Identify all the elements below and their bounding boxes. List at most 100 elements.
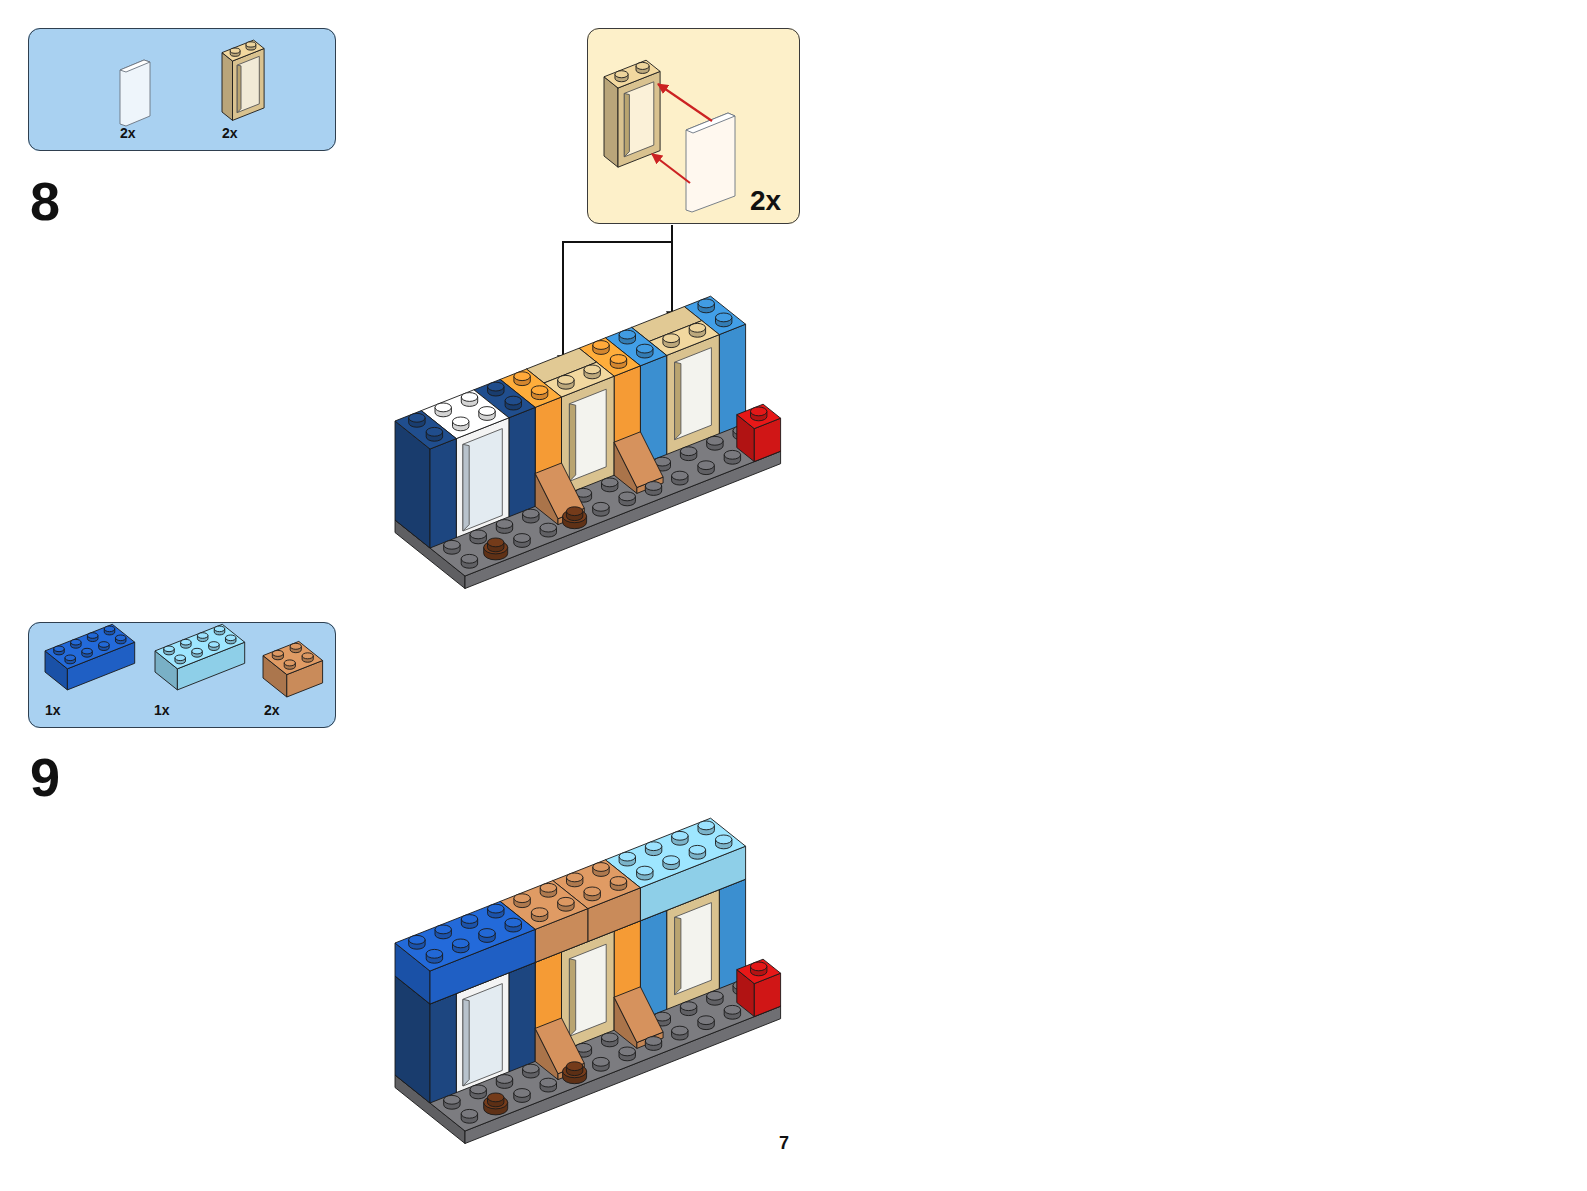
stud-top [496,1075,512,1084]
stud-top [470,530,486,539]
step-number: 8 [30,174,60,228]
stud-top [523,509,539,518]
stud-top [672,831,688,840]
glass-panel [686,113,735,212]
parts-list-panel: 2x 2x [28,28,336,151]
stud-top [426,427,442,436]
stud-top [619,330,635,339]
stud-top [619,492,635,501]
stud-top [689,845,705,854]
callout-art [604,60,735,212]
part-icons [45,40,323,697]
stud-top [531,386,547,395]
stud-top [461,1109,477,1118]
glass-pane [569,389,606,481]
stud-top [87,633,97,639]
stud-top [82,648,92,654]
part-quantity: 1x [45,703,61,717]
stud-top [54,646,64,652]
stud-top [488,382,504,391]
stud-top [610,877,626,886]
stud-top [593,341,609,350]
callout-quantity: 2x [750,187,781,215]
parts-list-panel: 1x1x2x [28,622,336,728]
window-frame-side [604,77,618,167]
stud-top [724,450,740,459]
stud-top [663,334,679,343]
stud-top [636,62,649,69]
stud-top [514,894,530,903]
frame-depth [463,444,469,531]
brick-top [395,901,535,971]
stud-top [584,365,600,374]
brick-top [500,881,588,930]
frame-depth [569,959,575,1037]
brick-icon-top [155,624,245,669]
frame-depth [675,362,681,440]
stud-top [496,520,512,529]
stud-top [593,502,609,511]
stud-top [444,540,460,549]
part-quantity: 2x [222,126,238,140]
stud-top [246,42,256,47]
brick-top [737,959,781,983]
part-quantity: 2x [120,126,136,140]
stud-top [435,403,451,412]
stud-top [610,355,626,364]
stud-top [192,648,202,654]
glass-panel-icon [120,60,150,126]
stud-top [461,393,477,402]
stud-top [619,1047,635,1056]
stud-top [65,655,75,661]
window-frame-icon-side [222,53,233,121]
glass-pane [675,348,712,440]
stud-top [461,554,477,563]
glass-pane [463,984,502,1086]
frame-depth [463,999,469,1086]
stud-top [197,633,207,639]
stud-top [751,962,767,971]
slope-top [535,463,584,519]
stud-top [453,417,469,426]
panel-ground [587,28,800,224]
stud-top [164,646,174,652]
assembly-arrow [658,84,712,121]
stud-top [514,372,530,381]
stud-top [175,655,185,661]
page-number: 7 [779,1134,789,1152]
glass-pane [569,944,606,1036]
panel-ground [28,28,336,151]
stud-top [488,904,504,913]
sub-assembly-callout: 2x [587,28,800,224]
glass-panel-edge [686,113,735,133]
stud-top [566,507,582,516]
slope-top [535,1018,584,1074]
stud-top [488,1093,504,1102]
stud-top [290,643,301,649]
stud-top [602,478,618,487]
stud-top [645,842,661,851]
stud-top [707,991,723,1000]
panel-grounds [28,28,800,728]
stud-top [435,925,451,934]
stud-top [409,935,425,944]
stud-top [637,866,653,875]
stud-top [602,1033,618,1042]
glass-pane [463,429,502,531]
stud-top [698,821,714,830]
brick-front [430,994,456,1103]
brick-top [395,411,456,449]
stud-top [479,929,495,938]
frame-depth [237,65,241,113]
stud-top [707,436,723,445]
stud-top [461,915,477,924]
part-quantity: 2x [264,703,280,717]
stud-top [645,482,661,491]
stud-top [680,1002,696,1011]
brick-icon-top [45,624,135,669]
stud-top [523,1064,539,1073]
stud-top [181,639,191,645]
stud-top [71,639,81,645]
slope-top [614,987,663,1043]
